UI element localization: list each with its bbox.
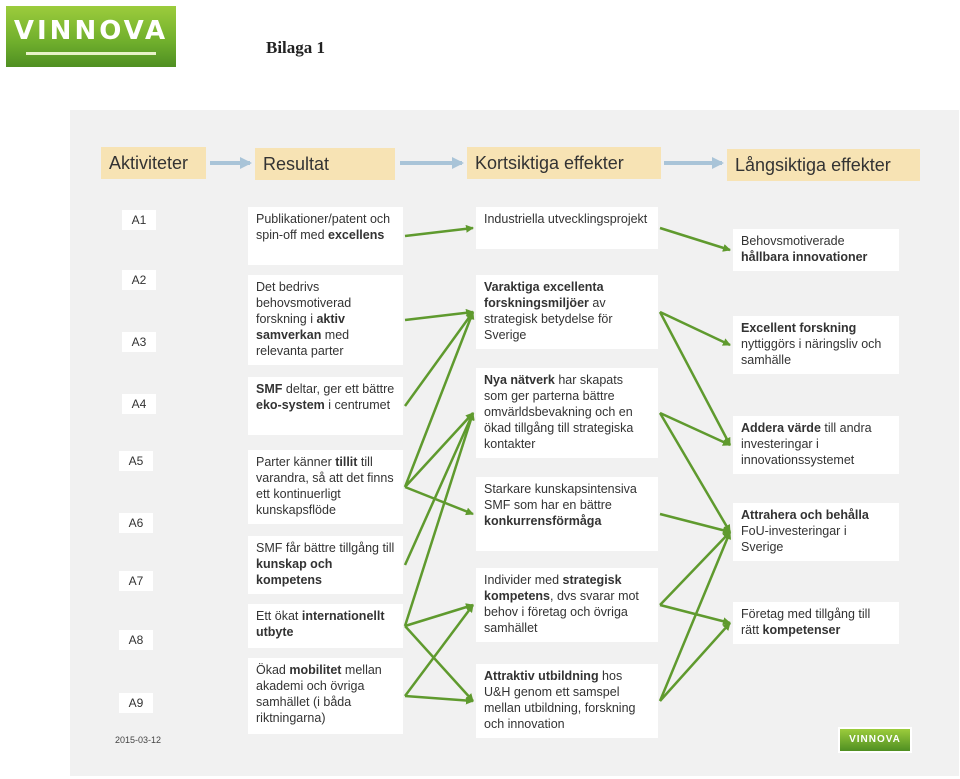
activity-code: A5 — [119, 451, 153, 471]
short-term-box: Nya nätverk har skapats som ger parterna… — [476, 368, 658, 458]
stage-header-langsiktiga: Långsiktiga effekter — [727, 149, 920, 181]
flow-arrow — [404, 603, 474, 628]
result-box: Publikationer/patent och spin-off med ex… — [248, 207, 403, 265]
activity-code: A1 — [122, 210, 156, 230]
flow-arrow — [403, 311, 475, 488]
page-title: Bilaga 1 — [266, 38, 326, 57]
flow-arrow — [658, 531, 732, 702]
result-box: Parter känner tillit till varandra, så a… — [248, 450, 403, 524]
flow-arrow — [403, 604, 475, 697]
flow-arrow — [404, 485, 474, 516]
activity-code: A8 — [119, 630, 153, 650]
flow-arrow — [404, 412, 474, 488]
result-box: Det bedrivs behovsmotiverad forskning i … — [248, 275, 403, 365]
long-term-box: Företag med tillgång till rätt kompetens… — [733, 602, 899, 644]
short-term-box: Individer med strategisk kompetens, dvs … — [476, 568, 658, 642]
short-term-box: Industriella utvecklingsprojekt — [476, 207, 658, 249]
stage-header-aktiviteter: Aktiviteter — [101, 147, 206, 179]
result-box: SMF får bättre tillgång till kunskap och… — [248, 536, 403, 594]
flow-arrow — [404, 224, 474, 238]
activity-code: A3 — [122, 332, 156, 352]
result-box: Ett ökat internationellt utbyte — [248, 604, 403, 648]
flow-arrow — [404, 694, 474, 705]
short-term-box: Attraktiv utbildning hos U&H genom ett s… — [476, 664, 658, 738]
flow-arrow — [404, 308, 474, 322]
flow-arrow — [403, 311, 475, 407]
long-term-box: Behovsmotiverade hållbara innovationer — [733, 229, 899, 271]
stage-header-resultat: Resultat — [255, 148, 395, 180]
flow-arrow — [659, 310, 731, 347]
short-term-box: Starkare kunskapsintensiva SMF som har e… — [476, 477, 658, 551]
vinnova-footer-logo-text: VINNOVA — [849, 734, 901, 745]
vinnova-logo-text: VINNOVA — [13, 16, 169, 46]
activity-code: A7 — [119, 571, 153, 591]
activity-code: A2 — [122, 270, 156, 290]
long-term-box: Excellent forskning nyttiggörs i närings… — [733, 316, 899, 374]
flow-arrow — [403, 412, 475, 627]
flow-arrow — [659, 226, 731, 252]
vinnova-logo: VINNOVA — [6, 6, 176, 67]
result-box: Ökad mobilitet mellan akademi och övriga… — [248, 658, 403, 734]
activity-code: A6 — [119, 513, 153, 533]
flow-arrow — [659, 622, 731, 702]
date-label: 2015-03-12 — [115, 735, 162, 745]
result-box: SMF deltar, ger ett bättre eko-system i … — [248, 377, 403, 435]
flow-arrow — [659, 531, 731, 606]
long-term-box: Addera värde till andra investeringar i … — [733, 416, 899, 474]
activity-code: A9 — [119, 693, 153, 713]
vinnova-footer-logo: VINNOVA — [838, 727, 912, 753]
flow-arrow — [659, 512, 731, 535]
short-term-box: Varaktiga excellenta forskningsmiljöer a… — [476, 275, 658, 349]
flow-arrow — [403, 412, 475, 566]
flow-arrow — [658, 412, 732, 533]
flow-arrow — [404, 625, 474, 702]
long-term-box: Attrahera och behålla FoU-investeringar … — [733, 503, 899, 561]
flow-arrow — [658, 311, 732, 446]
flow-arrow — [659, 411, 731, 447]
stage-header-kortsiktiga: Kortsiktiga effekter — [467, 147, 661, 179]
activity-code: A4 — [122, 394, 156, 414]
